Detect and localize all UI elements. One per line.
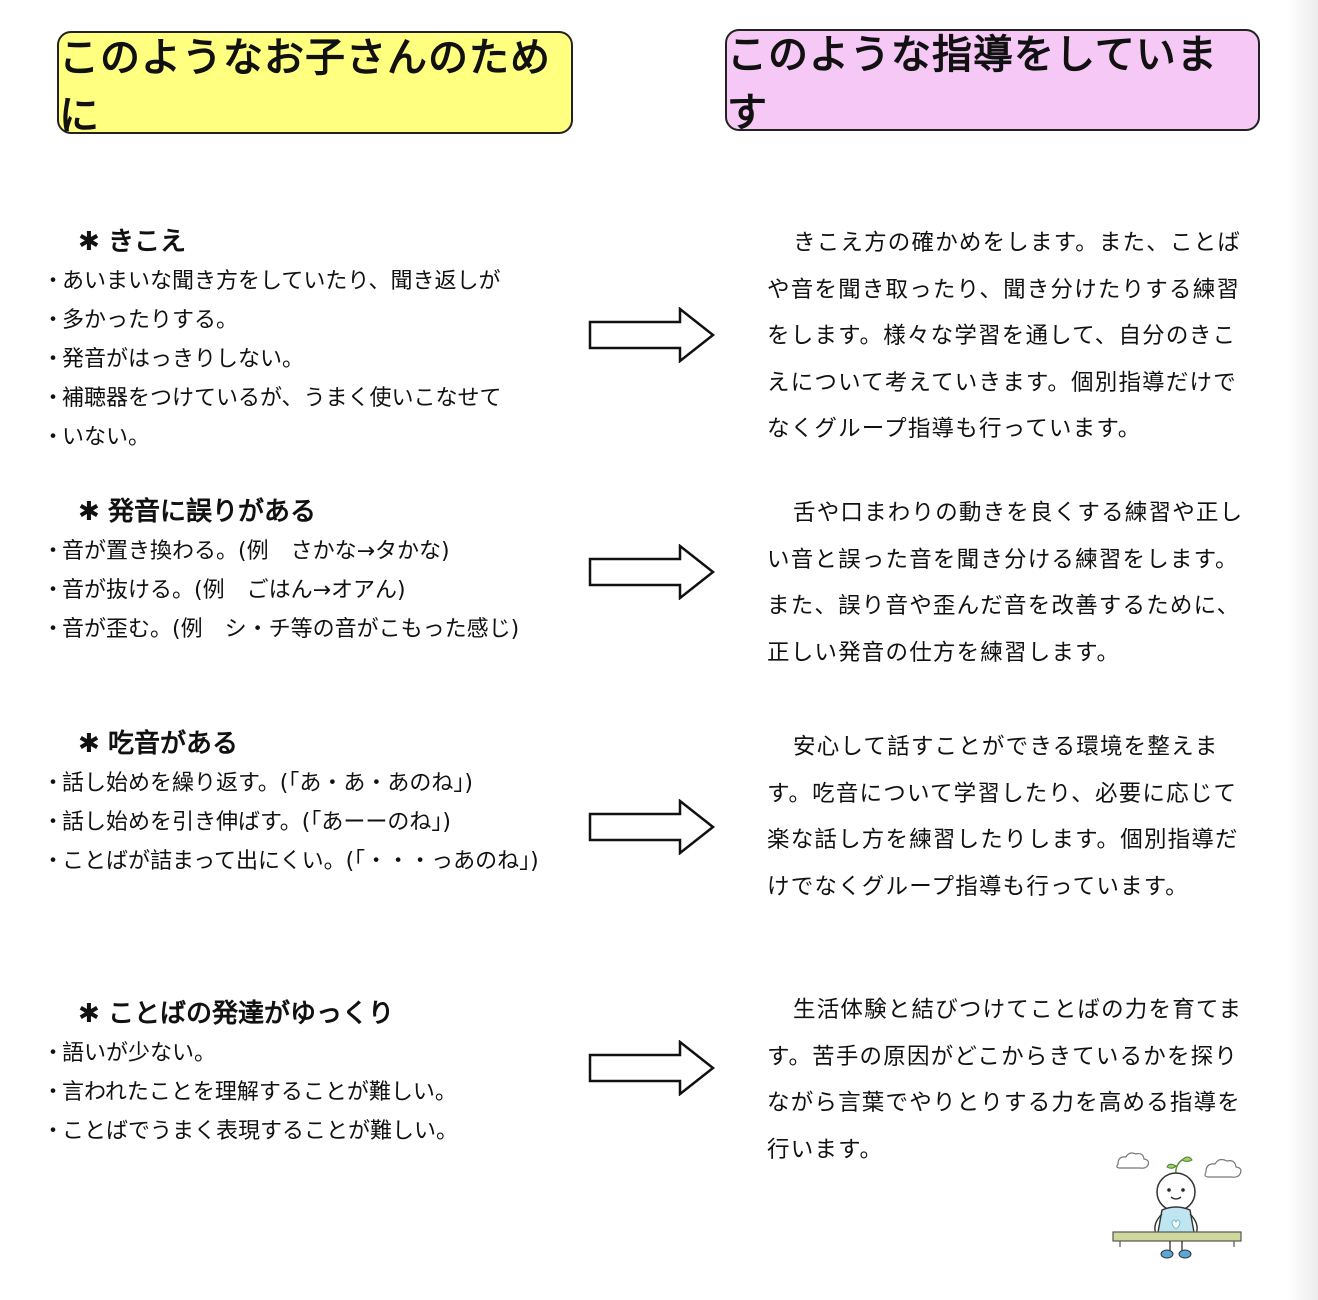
section-title: ✱ことばの発達がゆっくり [78, 994, 568, 1034]
section-language-symptoms: ✱ことばの発達がゆっくり 語いが少ない。 言われたことを理解することが難しい。 … [42, 994, 568, 1151]
list-item: 語いが少ない。 [42, 1034, 568, 1073]
list-item: 多かったりする。 [42, 301, 568, 340]
guidance-text: きこえ方の確かめをします。また、ことばや音を聞き取ったり、聞き分けたりする練習を… [767, 230, 1242, 442]
list-item: ことばでうまく表現することが難しい。 [42, 1112, 568, 1151]
list-item: いない。 [42, 418, 568, 457]
section-title: ✱吃音がある [78, 724, 568, 764]
list-item: 話し始めを繰り返す。(「あ・あ・あのね」) [42, 764, 568, 803]
right-header-text: このような指導をしています [727, 32, 1218, 136]
asterisk-icon: ✱ [78, 497, 100, 527]
guidance-text: 安心して話すことができる環境を整えます。吃音について学習したり、必要に応じて楽な… [767, 734, 1239, 900]
right-arrow-icon [588, 1040, 716, 1096]
list-item: 話し始めを引き伸ばす。(「あーーのね」) [42, 803, 568, 842]
guidance-text: 生活体験と結びつけてことばの力を育てます。苦手の原因がどこからきているかを探りな… [767, 997, 1243, 1163]
guidance-text: 舌や口まわりの動きを良くする練習や正しい音と誤った音を聞き分ける練習をします。ま… [767, 500, 1244, 666]
section-stuttering-guidance: 安心して話すことができる環境を整えます。吃音について学習したり、必要に応じて楽な… [767, 724, 1257, 910]
page-edge-shadow [1288, 0, 1318, 1300]
asterisk-icon: ✱ [78, 999, 100, 1029]
section-title: ✱発音に誤りがある [78, 492, 568, 532]
asterisk-icon: ✱ [78, 227, 100, 257]
right-arrow-icon [588, 544, 716, 600]
section-articulation-symptoms: ✱発音に誤りがある 音が置き換わる。(例 さかな→タかな) 音が抜ける。(例 ご… [42, 492, 568, 649]
section-hearing-symptoms: ✱きこえ あいまいな聞き方をしていたり、聞き返しが 多かったりする。 発音がはっ… [42, 222, 568, 457]
right-arrow-icon [588, 799, 716, 855]
left-column-header: このようなお子さんのために [57, 31, 573, 139]
list-item: 音が歪む。(例 シ・チ等の音がこもった感じ) [42, 610, 568, 649]
list-item: ことばが詰まって出にくい。(「・・・っあのね」) [42, 842, 568, 881]
right-arrow-icon [588, 307, 716, 363]
left-header-text: このようなお子さんのために [59, 34, 551, 139]
cloud-icon [1116, 1152, 1150, 1169]
right-column-header: このような指導をしています [725, 29, 1260, 136]
section-stuttering-symptoms: ✱吃音がある 話し始めを繰り返す。(「あ・あ・あのね」) 話し始めを引き伸ばす。… [42, 724, 568, 881]
list-item: あいまいな聞き方をしていたり、聞き返しが [42, 262, 568, 301]
asterisk-icon: ✱ [78, 729, 100, 759]
list-item: 音が抜ける。(例 ごはん→オアん) [42, 571, 568, 610]
section-articulation-guidance: 舌や口まわりの動きを良くする練習や正しい音と誤った音を聞き分ける練習をします。ま… [767, 490, 1257, 676]
mascot-illustration [1112, 1152, 1242, 1259]
cloud-icon [1204, 1158, 1242, 1178]
list-item: 音が置き換わる。(例 さかな→タかな) [42, 532, 568, 571]
list-item: 補聴器をつけているが、うまく使いこなせて [42, 379, 568, 418]
list-item: 言われたことを理解することが難しい。 [42, 1073, 568, 1112]
section-language-guidance: 生活体験と結びつけてことばの力を育てます。苦手の原因がどこからきているかを探りな… [767, 987, 1257, 1173]
section-title: ✱きこえ [78, 222, 568, 262]
list-item: 発音がはっきりしない。 [42, 340, 568, 379]
section-hearing-guidance: きこえ方の確かめをします。また、ことばや音を聞き取ったり、聞き分けたりする練習を… [767, 220, 1257, 453]
